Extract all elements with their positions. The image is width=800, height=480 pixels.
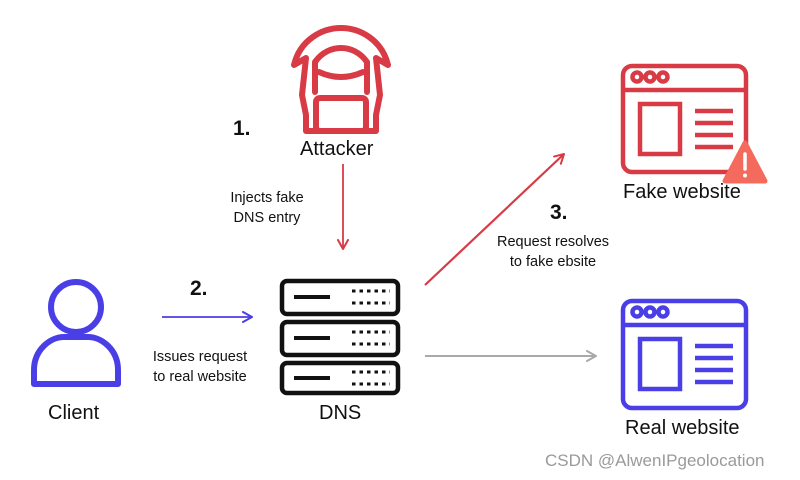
browser-window-icon <box>620 298 749 411</box>
arrow-dns-to-fake-website <box>424 153 565 286</box>
step-2-description: Issues request to real website <box>152 349 248 385</box>
dns-label: DNS <box>319 402 362 424</box>
step-3-number: 3. <box>550 201 568 224</box>
user-icon <box>31 279 121 387</box>
real-website-label: Real website <box>625 417 740 439</box>
hooded-hacker-icon <box>291 25 391 134</box>
watermark-text: CSDN @AlwenIPgeolocation <box>545 451 765 470</box>
step-1-description: Injects fake DNS entry <box>230 190 304 226</box>
step-2-number: 2. <box>190 277 208 300</box>
warning-icon <box>722 140 768 184</box>
step-1-number: 1. <box>233 117 251 140</box>
attacker-label: Attacker <box>300 138 374 160</box>
server-stack-icon <box>279 278 401 396</box>
client-label: Client <box>48 402 100 424</box>
step-3-description: Request resolves to fake ebsite <box>496 234 610 270</box>
fake-website-label: Fake website <box>623 181 741 203</box>
browser-window-icon <box>620 63 749 175</box>
